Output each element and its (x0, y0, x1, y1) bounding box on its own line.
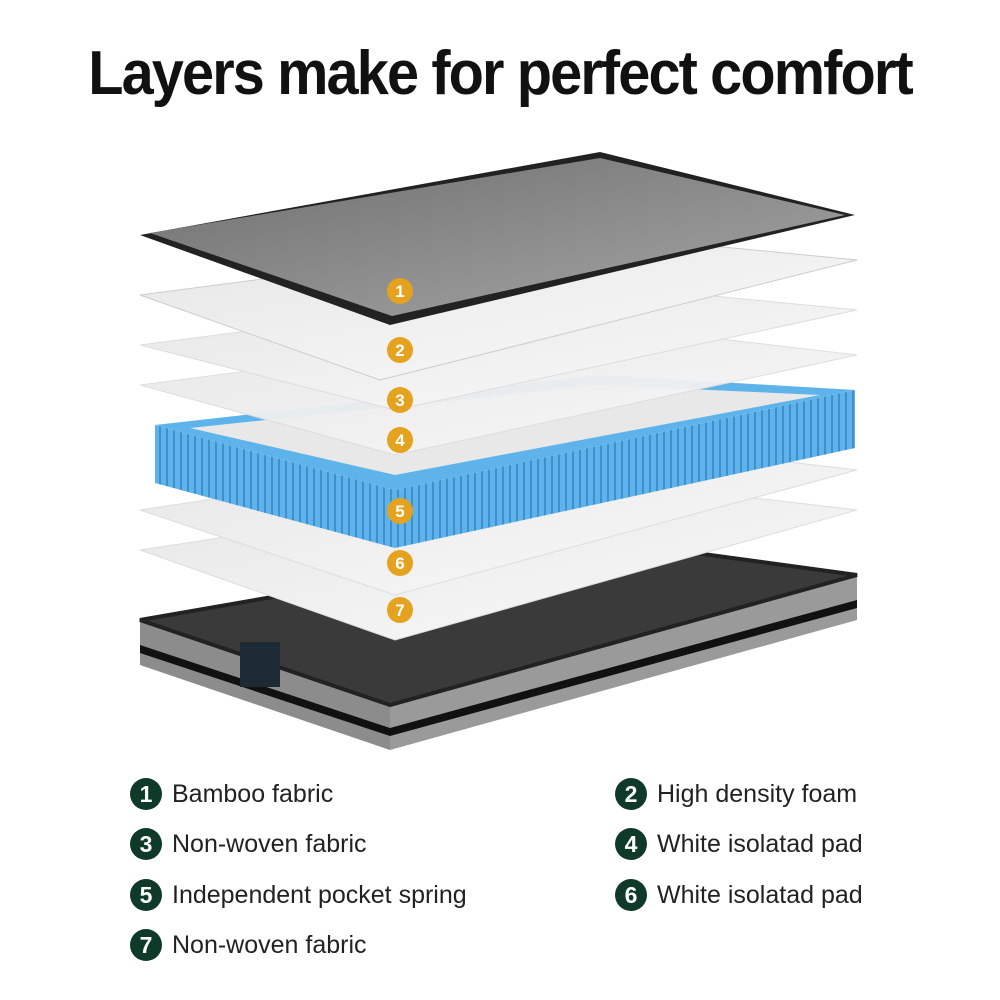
layer-badge-number: 7 (395, 601, 404, 620)
layer-badge-circle (387, 550, 413, 576)
base-mattress (139, 537, 858, 750)
pocket-spring-layer (155, 375, 855, 548)
layer-badge-circle (387, 498, 413, 524)
layer-badge-number: 4 (395, 431, 405, 450)
layer-badge-number: 2 (395, 341, 404, 360)
layer-1-bamboo-top (140, 152, 855, 325)
layer-badge-number: 6 (395, 554, 404, 573)
layer-badge-number: 5 (395, 502, 404, 521)
layer-badge-circle (387, 427, 413, 453)
layer-badge-number: 3 (395, 391, 404, 410)
layer-badge-circle (387, 387, 413, 413)
layer-badge-number: 1 (395, 282, 404, 301)
layer-badge-circle (387, 278, 413, 304)
layer-badge-circle (387, 337, 413, 363)
layer-badge-circle (387, 597, 413, 623)
page-title: Layers make for perfect comfort (88, 39, 913, 108)
brand-label (240, 642, 280, 687)
